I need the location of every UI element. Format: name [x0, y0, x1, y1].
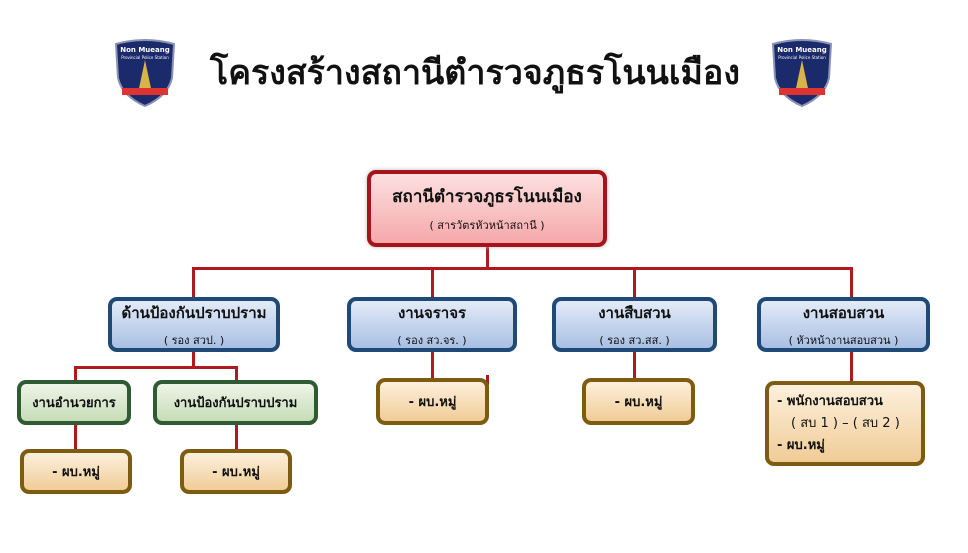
connector: [235, 366, 238, 381]
connector: [192, 267, 853, 270]
squad-leader-box: - ผบ.หมู่: [376, 378, 489, 425]
dept-intelligence-box: งานสืบสวน ( รอง สว.สส. ): [552, 297, 717, 352]
box-title: - ผบ.หมู่: [52, 465, 100, 480]
svg-text:Provincial Police Station: Provincial Police Station: [778, 55, 826, 60]
connector: [431, 267, 434, 298]
connector: [486, 246, 489, 269]
connector: [235, 423, 238, 450]
connector: [486, 375, 489, 385]
admin-unit-box: งานอำนวยการ: [17, 380, 131, 425]
connector: [633, 267, 636, 298]
police-logo-left: Non Mueang Provincial Police Station: [114, 39, 176, 108]
connector: [192, 350, 195, 368]
box-title: - ผบ.หมู่: [614, 395, 663, 410]
dept-prevention-box: ด้านป้องกันปราบปราม ( รอง สวป. ): [108, 297, 280, 352]
box-subtitle: ( รอง สวป. ): [163, 333, 225, 347]
box-title: - ผบ.หมู่: [212, 465, 260, 480]
dept-investigation-box: งานสอบสวน ( หัวหน้างานสอบสวน ): [757, 297, 930, 352]
list-item: - ผบ.หมู่: [777, 437, 825, 453]
box-title: งานสืบสวน: [598, 303, 671, 322]
svg-text:Non Mueang: Non Mueang: [777, 46, 827, 54]
box-subtitle: ( หัวหน้างานสอบสวน ): [788, 333, 899, 347]
box-title: สถานีตำรวจภูธรโนนเมือง: [392, 187, 582, 207]
dept-traffic-box: งานจราจร ( รอง สว.จร. ): [347, 297, 517, 352]
investigators-box: - พนักงานสอบสวน ( สบ 1 ) – ( สบ 2 ) - ผบ…: [765, 381, 925, 466]
page-title: โครงสร้างสถานีตำรวจภูธรโนนเมือง: [210, 53, 740, 93]
box-title: งานอำนวยการ: [32, 396, 116, 411]
station-chief-box: สถานีตำรวจภูธรโนนเมือง ( สารวัตรหัวหน้าส…: [367, 170, 607, 247]
box-title: งานสอบสวน: [802, 303, 885, 322]
connector: [192, 267, 195, 298]
connector: [850, 267, 853, 298]
svg-text:Provincial Police Station: Provincial Police Station: [121, 55, 169, 60]
box-subtitle: ( รอง สว.สส. ): [599, 333, 670, 347]
suppression-unit-box: งานป้องกันปราบปราม: [153, 380, 318, 425]
box-title: ด้านป้องกันปราบปราม: [121, 303, 267, 322]
connector: [850, 350, 853, 382]
connector: [431, 350, 434, 379]
box-title: งานป้องกันปราบปราม: [173, 396, 298, 411]
squad-leader-box: - ผบ.หมู่: [582, 378, 695, 425]
box-subtitle: ( รอง สว.จร. ): [397, 333, 467, 347]
box-title: - ผบ.หมู่: [408, 395, 457, 410]
box-subtitle: ( สารวัตรหัวหน้าสถานี ): [429, 219, 545, 232]
list-item: ( สบ 1 ) – ( สบ 2 ): [791, 415, 900, 431]
connector: [633, 350, 636, 379]
connector: [74, 366, 77, 381]
box-title: งานจราจร: [397, 303, 467, 322]
svg-text:Non Mueang: Non Mueang: [120, 46, 170, 54]
police-logo-right: Non Mueang Provincial Police Station: [771, 39, 833, 108]
connector: [74, 423, 77, 450]
connector: [74, 366, 237, 369]
squad-leader-box: - ผบ.หมู่: [180, 449, 292, 494]
squad-leader-box: - ผบ.หมู่: [20, 449, 132, 494]
list-item: - พนักงานสอบสวน: [777, 393, 883, 409]
